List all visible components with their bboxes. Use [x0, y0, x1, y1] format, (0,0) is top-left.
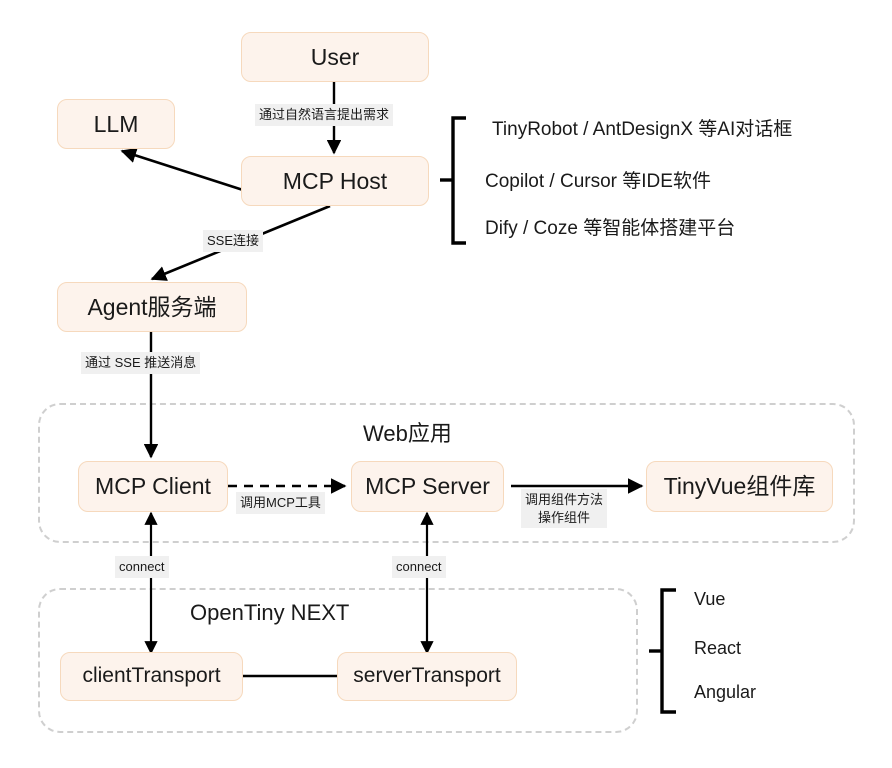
- host-bracket-item-2: Dify / Coze 等智能体搭建平台: [485, 218, 736, 239]
- edge-label-server-to-tinyvue: 调用组件方法 操作组件: [521, 489, 608, 529]
- group-title-opentiny-next: OpenTiny NEXT: [190, 600, 350, 625]
- framework-bracket-item-2: Angular: [694, 682, 757, 702]
- node-client-transport[interactable]: clientTransport: [60, 652, 243, 701]
- edge-label-connect-server: connect: [392, 556, 446, 578]
- edge-label-client-to-server: 调用MCP工具: [236, 492, 325, 514]
- node-llm[interactable]: LLM: [57, 99, 175, 149]
- edge-label-host-to-agent: SSE连接: [203, 230, 264, 252]
- framework-bracket-item-0: Vue: [694, 589, 726, 609]
- group-web-app: [38, 403, 855, 543]
- node-user[interactable]: User: [241, 32, 429, 82]
- host-bracket-item-0: TinyRobot / AntDesignX 等AI对话框: [492, 119, 793, 140]
- framework-bracket-item-1: React: [694, 638, 742, 658]
- edge-label-agent-to-client: 通过 SSE 推送消息: [81, 352, 201, 374]
- group-opentiny-next: [38, 588, 638, 733]
- node-mcp-server[interactable]: MCP Server: [351, 461, 504, 512]
- node-mcp-client[interactable]: MCP Client: [78, 461, 228, 512]
- node-server-transport[interactable]: serverTransport: [337, 652, 517, 701]
- host-bracket-item-1: Copilot / Cursor 等IDE软件: [485, 171, 711, 192]
- edge-label-connect-client: connect: [115, 556, 169, 578]
- group-title-web-app: Web应用: [363, 421, 452, 446]
- edge-label-user-to-host: 通过自然语言提出需求: [255, 104, 394, 126]
- node-mcp-host[interactable]: MCP Host: [241, 156, 429, 206]
- node-agent-server[interactable]: Agent服务端: [57, 282, 247, 332]
- node-tinyvue[interactable]: TinyVue组件库: [646, 461, 833, 512]
